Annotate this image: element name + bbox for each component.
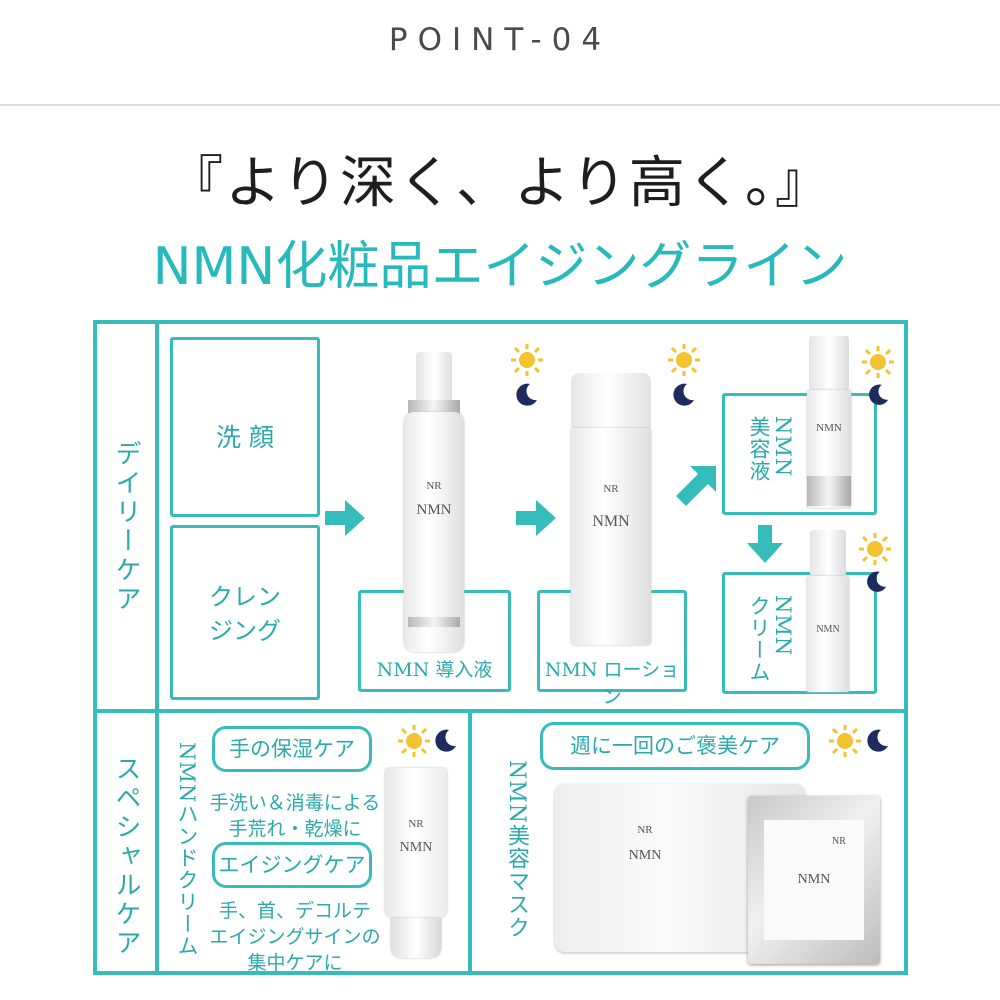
lotion-brand-name: NMN (592, 513, 630, 530)
hand-aging-note-line3: 集中ケアに (247, 952, 343, 974)
booster-label: NMN 導入液 (376, 659, 493, 681)
hand-cream-brand-name: NMN (399, 840, 433, 855)
grid-line-col1 (155, 320, 159, 975)
moon-icon (866, 383, 890, 411)
moon-icon (864, 728, 890, 758)
mask-sachet-brand-logo: NR (832, 836, 846, 847)
mask-package-brand-name: NMN (628, 848, 662, 863)
step-cleansing-label: クレン ジング (209, 583, 281, 645)
weekly-reward-label: 週に一回のご褒美ケア (570, 734, 780, 758)
arrow-up-right-icon (676, 466, 716, 506)
sun-icon (828, 724, 862, 762)
sun-icon (858, 532, 892, 570)
serum-label-box: NMN 美容液 (722, 393, 877, 515)
cream-label-box: NMN クリーム (722, 572, 877, 694)
mask-label: NMN美容マスク (504, 760, 529, 940)
grid-line-left (93, 320, 97, 975)
arrow-down-icon (747, 525, 783, 563)
lotion-label-box: NMN ローション (537, 590, 687, 708)
hand-aging-note-line2: エイジングサインの (209, 926, 381, 948)
booster-brand-logo: NR (426, 480, 442, 492)
booster-bottle: NR NMN (398, 352, 470, 652)
cream-bottle: NMN (807, 530, 849, 692)
grid-line-col2 (468, 709, 472, 975)
arrow-right-icon (325, 500, 365, 536)
sun-icon (510, 343, 544, 381)
hand-moisture-note-line1: 手洗い＆消毒による (209, 792, 381, 814)
special-care-label: スペシャルケア (111, 755, 141, 958)
step-cleansing-box: クレン ジング (170, 525, 320, 700)
hand-aging-label: エイジングケア (218, 853, 366, 877)
serum-bottle: NMN (807, 336, 851, 508)
hand-cream-tube: NR NMN (385, 768, 447, 958)
serum-brand-name: NMN (816, 422, 842, 434)
arrow-right-icon (516, 500, 556, 536)
grid-line-bottom (93, 971, 908, 975)
grid-line-right (904, 320, 908, 975)
hand-aging-pill: エイジングケア (212, 842, 372, 888)
hand-moisture-pill: 手の保湿ケア (212, 726, 372, 772)
point-heading: POINT-04 (388, 22, 612, 58)
mask-sachet-brand-name: NMN (797, 872, 831, 887)
step-face-wash-box: 洗 顔 (170, 337, 320, 517)
lotion-label: NMN ローション (544, 659, 680, 708)
subheadline: NMN化粧品エイジングライン (152, 237, 848, 297)
sun-icon (861, 345, 895, 383)
hand-cream-label: NMNハンドクリーム (175, 742, 199, 958)
moon-icon (513, 382, 539, 412)
hand-cream-brand-logo: NR (408, 818, 424, 830)
sun-icon (667, 343, 701, 381)
headline: 『より深く、より高く。』 (167, 151, 833, 216)
sun-icon (397, 724, 431, 762)
hand-moisture-label: 手の保湿ケア (229, 737, 355, 761)
mask-package-brand-logo: NR (637, 824, 653, 836)
lotion-bottle: NR NMN (571, 373, 651, 645)
cream-label: NMN クリーム (747, 595, 795, 683)
serum-label: NMN 美容液 (747, 416, 795, 482)
hand-aging-note: 手、首、デコルテ エイジングサインの 集中ケアに (200, 898, 390, 976)
booster-brand-name: NMN (416, 502, 452, 518)
moon-icon (670, 382, 696, 412)
mask-sachet: NR NMN (748, 796, 880, 964)
hand-moisture-note-line2: 手荒れ・乾燥に (228, 818, 362, 840)
hand-aging-note-line1: 手、首、デコルテ (218, 900, 371, 922)
cream-brand-name: NMN (816, 624, 840, 635)
daily-care-label: デイリーケア (111, 440, 141, 614)
lotion-brand-logo: NR (603, 483, 619, 495)
step-face-wash-label: 洗 顔 (216, 423, 274, 452)
divider (0, 104, 1000, 106)
moon-icon (864, 570, 888, 598)
grid-line-top (93, 320, 908, 324)
moon-icon (432, 728, 458, 758)
grid-line-mid (93, 709, 908, 713)
hand-moisture-note: 手洗い＆消毒による 手荒れ・乾燥に (200, 790, 390, 842)
weekly-reward-pill: 週に一回のご褒美ケア (540, 722, 810, 770)
